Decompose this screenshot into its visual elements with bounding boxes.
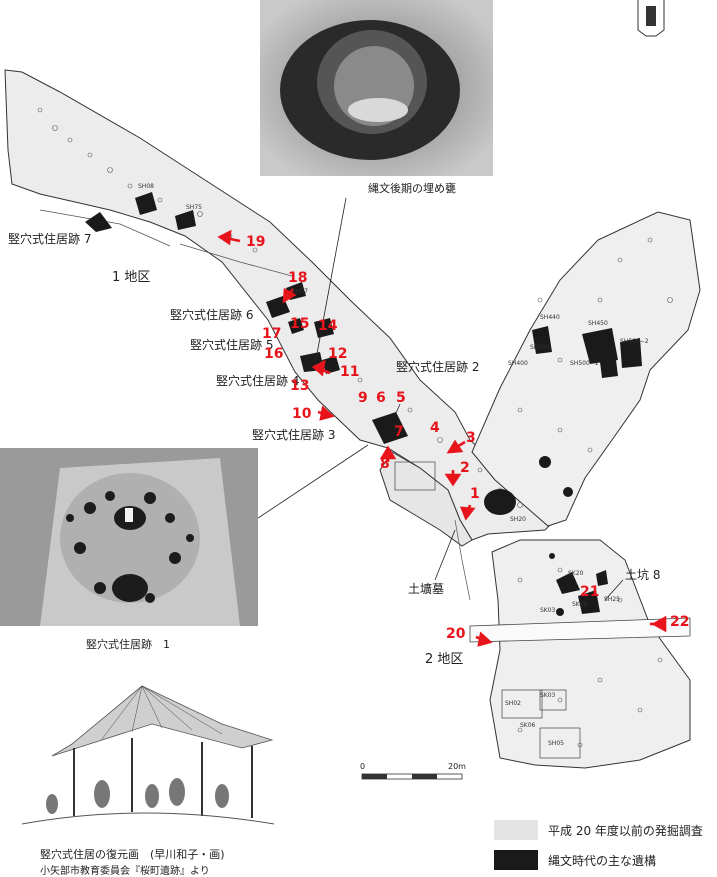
code-sk03b: SK03 xyxy=(540,692,556,699)
code-sh08: SH08 xyxy=(138,183,154,190)
label-grave: 土壙墓 xyxy=(408,582,445,596)
marker-13: 13 xyxy=(290,378,310,394)
area2-road xyxy=(469,617,691,643)
marker-17: 17 xyxy=(262,326,282,342)
code-sh75: SH75 xyxy=(186,204,202,211)
area2-survey-region xyxy=(489,539,691,769)
marker-6: 6 xyxy=(376,390,386,406)
label-dwelling2: 竪穴式住居跡 2 xyxy=(396,360,480,374)
marker-9: 9 xyxy=(358,390,368,406)
code-sh02: SH02 xyxy=(505,700,521,707)
marker-20: 20 xyxy=(446,626,466,642)
reconstruction-credit: 小矢部市教育委員会『桜町遺跡』より xyxy=(40,866,210,877)
ne-survey-region xyxy=(471,211,701,527)
label-dwelling6: 竪穴式住居跡 6 xyxy=(170,308,254,322)
marker-11: 11 xyxy=(340,364,360,380)
dwelling1-caption: 竪穴式住居跡 1 xyxy=(86,638,170,651)
marker-8: 8 xyxy=(380,456,390,472)
marker-12: 12 xyxy=(328,346,348,362)
marker-15: 15 xyxy=(290,316,310,332)
label-dwelling4: 竪穴式住居跡 4 xyxy=(216,374,300,388)
code-sh500-1: SH500−1 xyxy=(570,360,599,367)
code-sk20: SK20 xyxy=(568,570,584,577)
legend-swatch-prior xyxy=(494,820,538,840)
code-sk03a: SK03 xyxy=(540,607,556,614)
scale-bar xyxy=(361,773,463,780)
label-dwelling3: 竪穴式住居跡 3 xyxy=(252,428,336,442)
code-sk06: SK06 xyxy=(520,722,536,729)
marker-10: 10 xyxy=(292,406,312,422)
marker-19: 19 xyxy=(246,234,266,250)
marker-3: 3 xyxy=(466,430,476,446)
reconstruction-caption: 竪穴式住居の復元画 (早川和子・画) xyxy=(40,848,225,861)
marker-7: 7 xyxy=(394,424,404,440)
label-dwelling5: 竪穴式住居跡 5 xyxy=(190,338,274,352)
label-pit8: 土坑 8 xyxy=(625,568,661,582)
marker-21: 21 xyxy=(580,584,600,600)
urn-photo xyxy=(260,0,493,176)
code-sh20: SH20 xyxy=(510,516,526,523)
label-dwelling7: 竪穴式住居跡 7 xyxy=(8,232,92,246)
marker-16: 16 xyxy=(264,346,284,362)
scale-max: 20m xyxy=(448,762,466,771)
code-sh450: SH450 xyxy=(588,320,608,327)
corner-illustration xyxy=(630,0,672,37)
code-sh57: SH57 xyxy=(292,288,308,295)
scale-zero: 0 xyxy=(360,762,366,771)
marker-arrows xyxy=(217,229,667,647)
reconstruction-illustration xyxy=(12,684,276,836)
legend-jomon-features: 縄文時代の主な遺構 xyxy=(548,854,657,868)
area1-south-lobe xyxy=(379,451,473,547)
marker-18: 18 xyxy=(288,270,308,286)
code-sh440: SH440 xyxy=(540,314,560,321)
marker-14: 14 xyxy=(318,318,338,334)
marker-1: 1 xyxy=(470,486,480,502)
code-sh25: SH25 xyxy=(604,596,620,603)
marker-4: 4 xyxy=(430,420,440,436)
urn-caption: 縄文後期の埋め甕 xyxy=(368,182,456,195)
code-sh550: SH550 xyxy=(530,344,550,351)
code-sh400: SH400 xyxy=(508,360,528,367)
marker-22: 22 xyxy=(670,614,690,630)
code-sh05: SH05 xyxy=(548,740,564,747)
label-area1: 1 地区 xyxy=(112,270,151,285)
code-sk25: SK25 xyxy=(572,601,588,608)
legend-swatch-jomon xyxy=(494,850,538,870)
label-area2: 2 地区 xyxy=(425,652,464,667)
legend-prior-survey: 平成 20 年度以前の発掘調査 xyxy=(548,824,703,838)
marker-5: 5 xyxy=(396,390,406,406)
code-sh500-2: SH500−2 xyxy=(620,338,649,345)
marker-2: 2 xyxy=(460,460,470,476)
dwelling1-photo xyxy=(0,448,258,626)
